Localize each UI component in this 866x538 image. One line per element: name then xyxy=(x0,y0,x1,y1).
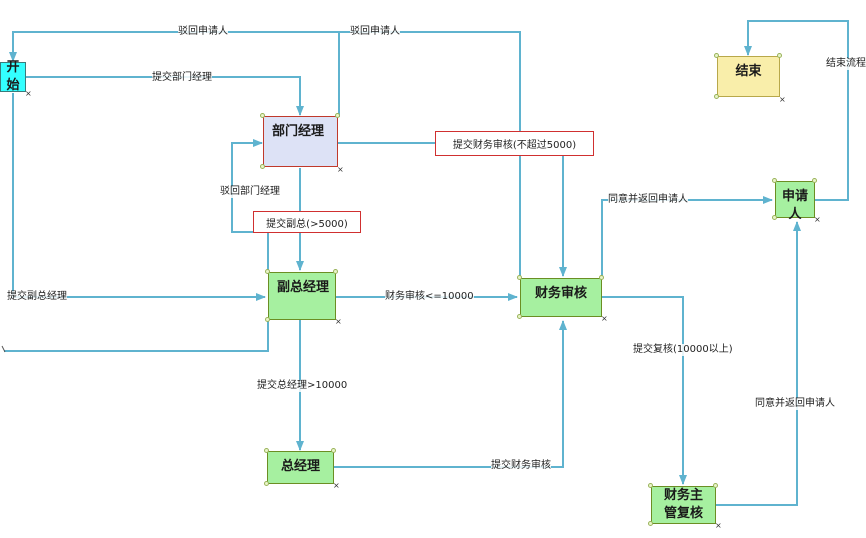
edge-label-approve-return-1: 同意并返回申请人 xyxy=(608,194,688,206)
edge-label-submit-deputy: 提交副总经理 xyxy=(7,291,67,303)
edge-label-submit-deputy-5000: 提交副总(>5000) xyxy=(253,211,361,233)
finance-supervisor-label: 财务主管复核 xyxy=(663,488,703,521)
handle-dot xyxy=(517,275,522,280)
edge-submit-finance-5000 xyxy=(338,142,567,277)
dept-manager-label: 部门经理 xyxy=(272,124,325,139)
deputy-gm-node[interactable]: 副总经理 xyxy=(268,272,336,320)
finance-review-node[interactable]: 财务审核 xyxy=(520,278,602,317)
handle-dot xyxy=(714,94,719,99)
handle-dot xyxy=(777,53,782,58)
edge-submit-dept-manager xyxy=(26,76,304,116)
edge-label-submit-gm-10000: 提交总经理>10000 xyxy=(257,380,348,392)
resize-mark: × xyxy=(25,89,32,98)
edge-label-approve-return-2: 同意并返回申请人 xyxy=(755,398,835,410)
start-label: 开始 xyxy=(6,60,20,93)
applicant-label: 申请人 xyxy=(781,189,808,222)
edge-reject-applicant-1 xyxy=(9,31,340,117)
finance-supervisor-node[interactable]: 财务主管复核 xyxy=(651,486,716,524)
dept-manager-node[interactable]: 部门经理 xyxy=(263,116,338,167)
end-node[interactable]: 结束 xyxy=(717,56,780,97)
edge-submit-recheck xyxy=(602,296,687,485)
applicant-node[interactable]: 申请人 xyxy=(775,181,815,222)
handle-dot xyxy=(714,53,719,58)
handle-dot xyxy=(265,269,270,274)
handle-dot xyxy=(713,483,718,488)
edge-reject-dept-manager xyxy=(231,139,269,274)
handle-dot xyxy=(260,164,265,169)
handle-dot xyxy=(264,481,269,486)
handle-dot xyxy=(335,113,340,118)
handle-dot xyxy=(772,178,777,183)
resize-mark: × xyxy=(779,95,786,104)
edge-end-process xyxy=(744,20,849,201)
edge-approve-return-1 xyxy=(601,196,773,278)
edge-label-submit-finance-5000: 提交财务审核(不超过5000) xyxy=(435,131,594,156)
edge-label-submit-dept-manager: 提交部门经理 xyxy=(152,72,212,84)
gm-node[interactable]: 总经理 xyxy=(267,451,334,484)
edge-label-end-process: 结束流程 xyxy=(826,58,866,70)
handle-dot xyxy=(648,521,653,526)
edge-label-submit-finance-review: 提交财务审核 xyxy=(491,460,551,472)
edge-approve-return-2 xyxy=(716,221,801,506)
handle-dot xyxy=(772,215,777,220)
edge-label-submit-recheck: 提交复核(10000以上) xyxy=(633,344,733,356)
handle-dot xyxy=(648,483,653,488)
handle-dot xyxy=(517,314,522,319)
resize-mark: × xyxy=(601,314,608,323)
gm-label: 总经理 xyxy=(280,459,320,474)
resize-mark: × xyxy=(335,317,342,326)
resize-mark: × xyxy=(715,521,722,530)
handle-dot xyxy=(599,275,604,280)
edge-label-reject-dept-manager: 驳回部门经理 xyxy=(220,186,280,198)
finance-review-label: 财务审核 xyxy=(534,286,587,301)
resize-mark: × xyxy=(814,215,821,224)
handle-dot xyxy=(260,113,265,118)
edge-deputy-return-left xyxy=(4,320,269,352)
edge-label-reject-applicant-1: 驳回申请人 xyxy=(178,26,228,38)
edge-label-finance-under-10000: 财务审核<=10000 xyxy=(385,291,474,303)
start-node[interactable]: 开始 xyxy=(0,60,26,93)
edge-submit-finance-review xyxy=(334,320,567,468)
resize-mark: × xyxy=(337,165,344,174)
edge-label-reject-applicant-2: 驳回申请人 xyxy=(350,26,400,38)
handle-dot xyxy=(331,448,336,453)
handle-dot xyxy=(265,317,270,322)
deputy-gm-label: 副总经理 xyxy=(277,280,330,295)
handle-dot xyxy=(264,448,269,453)
end-label: 结束 xyxy=(735,64,762,79)
handle-dot xyxy=(812,178,817,183)
handle-dot xyxy=(333,269,338,274)
resize-mark: × xyxy=(333,481,340,490)
